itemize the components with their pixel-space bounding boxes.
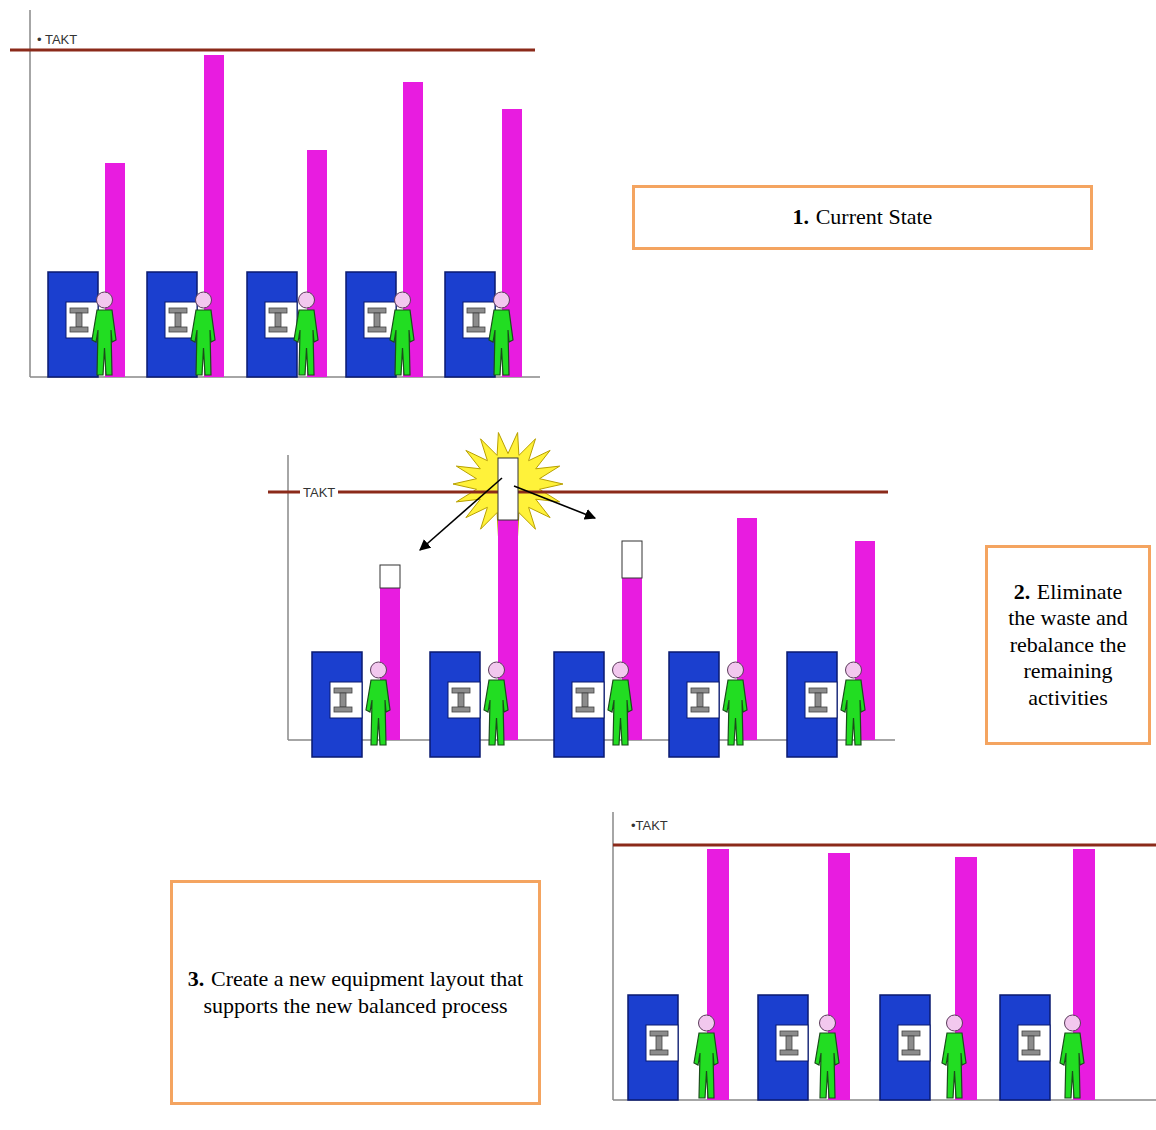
step-box: 3.Create a new equipment layout that sup… (170, 880, 541, 1105)
step-box: 1.Current State (632, 185, 1093, 250)
step-description: Create a new equipment layout that suppo… (203, 966, 523, 1017)
takt-label: •TAKT (628, 818, 671, 833)
current-state-chart (10, 10, 540, 377)
step-text: 2.Eliminate the waste and rebalance the … (998, 579, 1138, 711)
starburst (453, 433, 563, 536)
step-text: 3.Create a new equipment layout that sup… (183, 966, 528, 1019)
rebalance-chart (268, 433, 895, 758)
step-box: 2.Eliminate the waste and rebalance the … (985, 545, 1151, 745)
step-number: 2. (1014, 579, 1031, 604)
takt-label: TAKT (300, 485, 338, 500)
balanced-chart (613, 812, 1156, 1100)
takt-label: • TAKT (34, 32, 80, 47)
step-text: 1.Current State (793, 204, 933, 230)
step-description: Current State (816, 204, 933, 229)
step-number: 3. (188, 966, 205, 991)
step-number: 1. (793, 204, 810, 229)
